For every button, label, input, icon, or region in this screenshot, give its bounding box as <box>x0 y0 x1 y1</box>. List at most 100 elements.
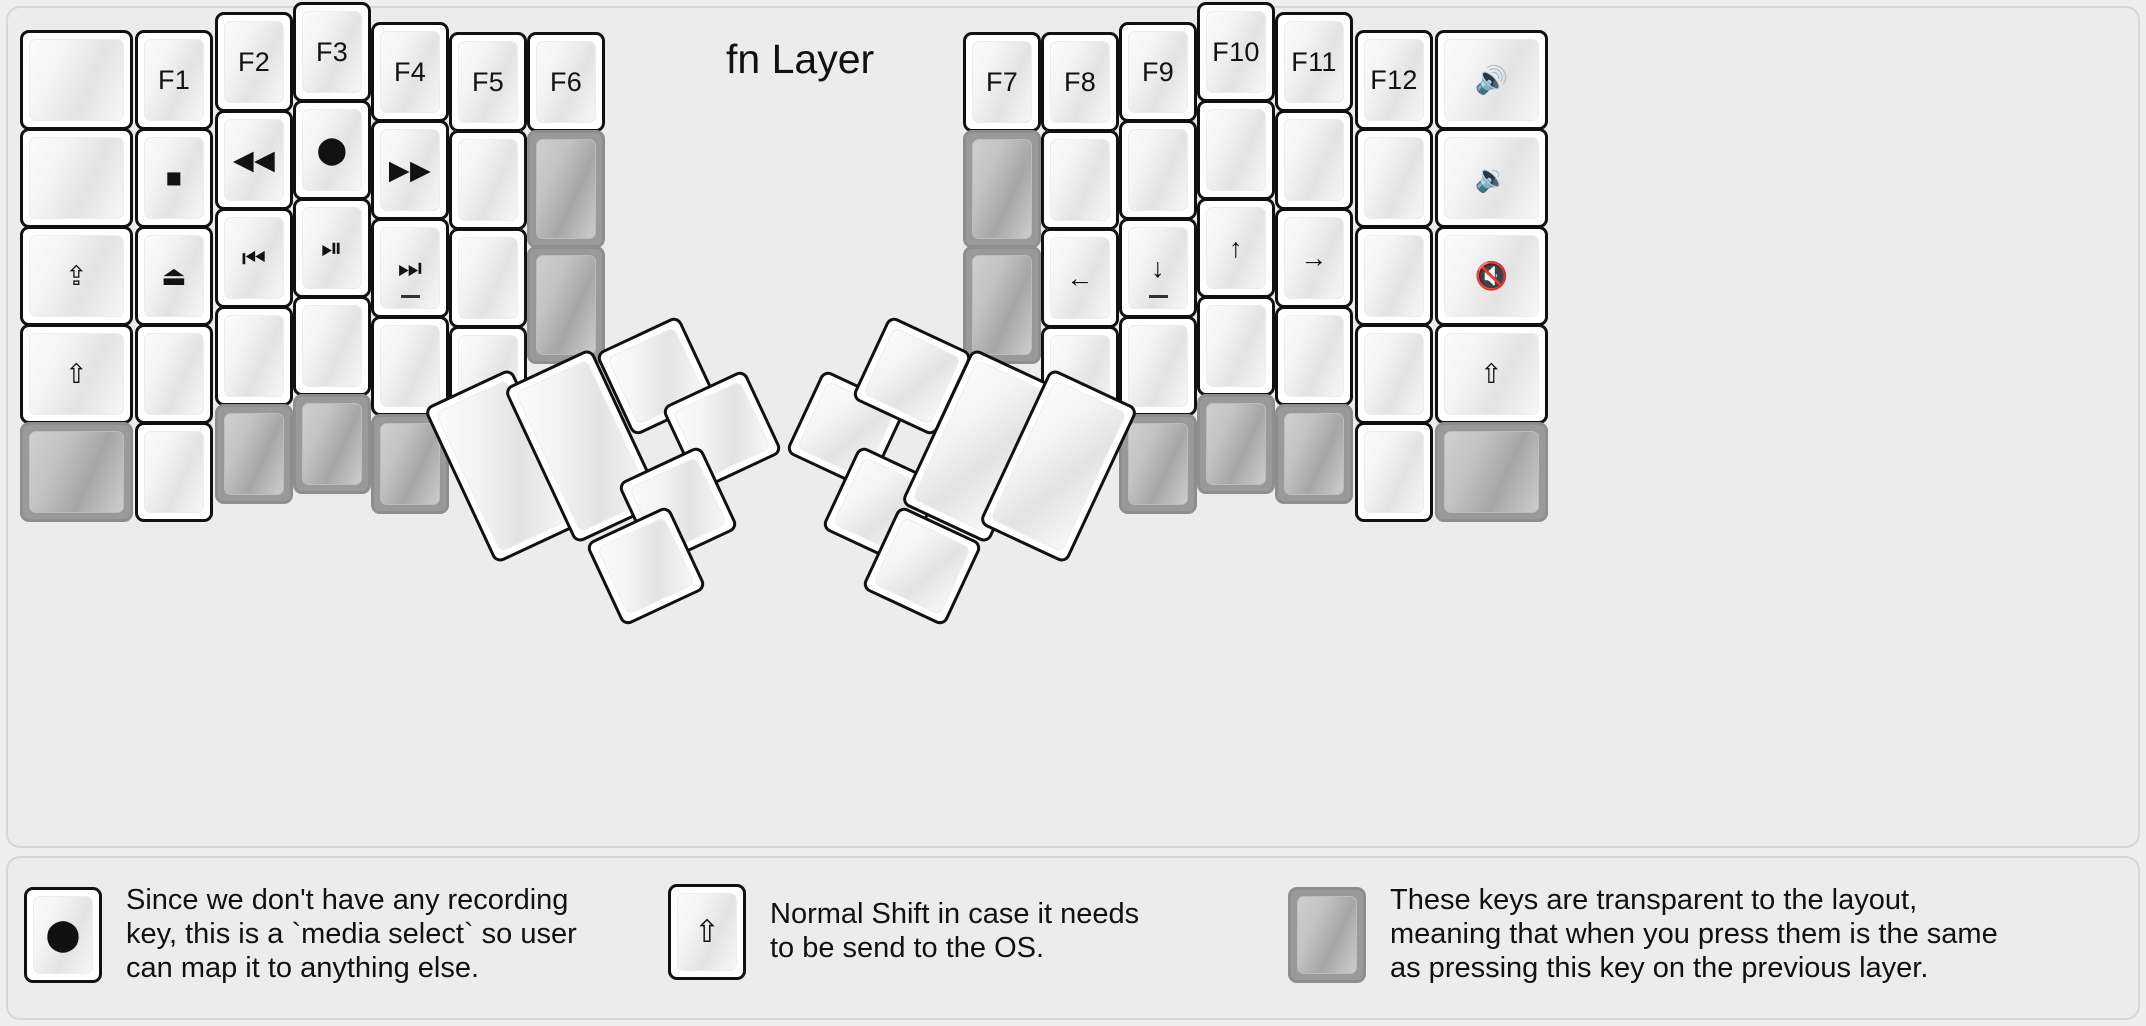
keycap-face <box>302 207 362 289</box>
key-r-c7-r2[interactable]: 🔉 <box>1435 128 1548 228</box>
key-r-c5-r4[interactable] <box>1275 306 1353 406</box>
key-r-c1-r2[interactable] <box>963 130 1041 248</box>
keycap-face <box>224 315 284 397</box>
key-l-c4-r4[interactable] <box>293 296 371 396</box>
keycap-face <box>1284 413 1344 495</box>
key-r-c2-r3[interactable]: ← <box>1041 228 1119 328</box>
key-r-c2-r1[interactable]: F8 <box>1041 32 1119 132</box>
key-r-c4-r1[interactable]: F10 <box>1197 2 1275 102</box>
key-l-c7-r2[interactable] <box>527 130 605 248</box>
keycap-face <box>1444 39 1539 121</box>
key-r-c6-r2[interactable] <box>1355 128 1433 228</box>
keycap-face <box>29 431 124 513</box>
key-r-c4-r3[interactable]: ↑ <box>1197 198 1275 298</box>
key-l-c1-r3[interactable]: ⇪ <box>20 226 133 326</box>
key-r-c4-r2[interactable] <box>1197 100 1275 200</box>
keycap-face <box>1128 325 1188 407</box>
key-l-c3-r2[interactable]: ◀◀ <box>215 110 293 210</box>
key-l-c4-r2[interactable]: ⬤ <box>293 100 371 200</box>
legend-shift-key[interactable]: ⇧ <box>668 884 746 980</box>
record-icon: ⬤ <box>45 916 81 952</box>
key-r-c7-r3[interactable]: 🔇 <box>1435 226 1548 326</box>
keycap-face <box>1364 333 1424 415</box>
keycap-face <box>458 41 518 123</box>
key-r-c6-r3[interactable] <box>1355 226 1433 326</box>
key-l-c2-r2[interactable]: ■ <box>135 128 213 228</box>
key-l-c2-r4[interactable] <box>135 324 213 424</box>
key-l-c5-r3[interactable]: ⏭ <box>371 218 449 318</box>
key-r-c4-r5[interactable] <box>1197 394 1275 494</box>
key-l-c2-r1[interactable]: F1 <box>135 30 213 130</box>
key-l-c4-r1[interactable]: F3 <box>293 2 371 102</box>
key-r-c7-r5[interactable] <box>1435 422 1548 522</box>
key-l-c6-r3[interactable] <box>449 228 527 328</box>
key-l-c6-r1[interactable]: F5 <box>449 32 527 132</box>
key-l-c4-r5[interactable] <box>293 394 371 494</box>
key-r-c1-r3[interactable] <box>963 246 1041 364</box>
keycap-face <box>1206 109 1266 191</box>
key-r-c6-r5[interactable] <box>1355 422 1433 522</box>
legend-record-key[interactable]: ⬤ <box>24 886 102 983</box>
keycap-face <box>144 39 204 121</box>
key-l-c2-r3[interactable]: ⏏ <box>135 226 213 326</box>
keycap-face <box>596 516 696 616</box>
keycap-face <box>224 21 284 103</box>
key-r-c3-r1[interactable]: F9 <box>1119 22 1197 122</box>
key-r-c3-r4[interactable] <box>1119 316 1197 416</box>
legend-record-text: Since we don't have any recording key, t… <box>126 884 577 984</box>
keycap-face <box>1284 217 1344 299</box>
key-r-c6-r4[interactable] <box>1355 324 1433 424</box>
key-l-c3-r1[interactable]: F2 <box>215 12 293 112</box>
keycap-face <box>1364 431 1424 513</box>
keycap-face <box>144 235 204 317</box>
key-r-c6-r1[interactable]: F12 <box>1355 30 1433 130</box>
key-r-c7-r1[interactable]: 🔊 <box>1435 30 1548 130</box>
keycap-face <box>1284 119 1344 201</box>
keycap-face <box>536 139 596 239</box>
key-r-c5-r1[interactable]: F11 <box>1275 12 1353 112</box>
key-l-c5-r4[interactable] <box>371 316 449 416</box>
key-l-c3-r5[interactable] <box>215 404 293 504</box>
key-l-c5-r1[interactable]: F4 <box>371 22 449 122</box>
keycap-face <box>536 255 596 355</box>
keycap-face <box>380 325 440 407</box>
key-l-c2-r5[interactable] <box>135 422 213 522</box>
key-l-c1-r5[interactable] <box>20 422 133 522</box>
keycap-face <box>458 237 518 319</box>
key-l-c4-r3[interactable]: ⏯ <box>293 198 371 298</box>
key-l-c5-r2[interactable]: ▶▶ <box>371 120 449 220</box>
key-r-c3-r5[interactable] <box>1119 414 1197 514</box>
key-r-c7-r4[interactable]: ⇧ <box>1435 324 1548 424</box>
key-l-c3-r3[interactable]: ⏮ <box>215 208 293 308</box>
legend-transparent-key[interactable] <box>1288 886 1366 983</box>
shift-icon: ⇧ <box>694 914 720 949</box>
key-r-c2-r2[interactable] <box>1041 130 1119 230</box>
key-r-c1-r1[interactable]: F7 <box>963 32 1041 132</box>
keycap-face <box>144 137 204 219</box>
legend-transparent-text: These keys are transparent to the layout… <box>1390 884 1998 984</box>
keycap-face <box>872 516 972 616</box>
key-r-c3-r3[interactable]: ↓ <box>1119 218 1197 318</box>
keycap-face <box>1206 207 1266 289</box>
key-r-c3-r2[interactable] <box>1119 120 1197 220</box>
key-l-c7-r1[interactable]: F6 <box>527 32 605 132</box>
legend-panel <box>6 856 2140 1020</box>
keycap-face <box>29 235 124 317</box>
keycap-face <box>29 39 124 121</box>
keycap-face <box>302 109 362 191</box>
key-l-c3-r4[interactable] <box>215 306 293 406</box>
key-r-c4-r4[interactable] <box>1197 296 1275 396</box>
key-l-c1-r2[interactable] <box>20 128 133 228</box>
key-r-c5-r5[interactable] <box>1275 404 1353 504</box>
key-l-c1-r1[interactable] <box>20 30 133 130</box>
key-r-c5-r2[interactable] <box>1275 110 1353 210</box>
key-l-c7-r3[interactable] <box>527 246 605 364</box>
keycap-face <box>302 403 362 485</box>
keycap-face <box>1284 315 1344 397</box>
keycap-face <box>972 255 1032 355</box>
key-r-c5-r3[interactable]: → <box>1275 208 1353 308</box>
keycap-face <box>380 31 440 113</box>
key-l-c1-r4[interactable]: ⇧ <box>20 324 133 424</box>
key-l-c6-r2[interactable] <box>449 130 527 230</box>
keycap-face <box>1364 39 1424 121</box>
